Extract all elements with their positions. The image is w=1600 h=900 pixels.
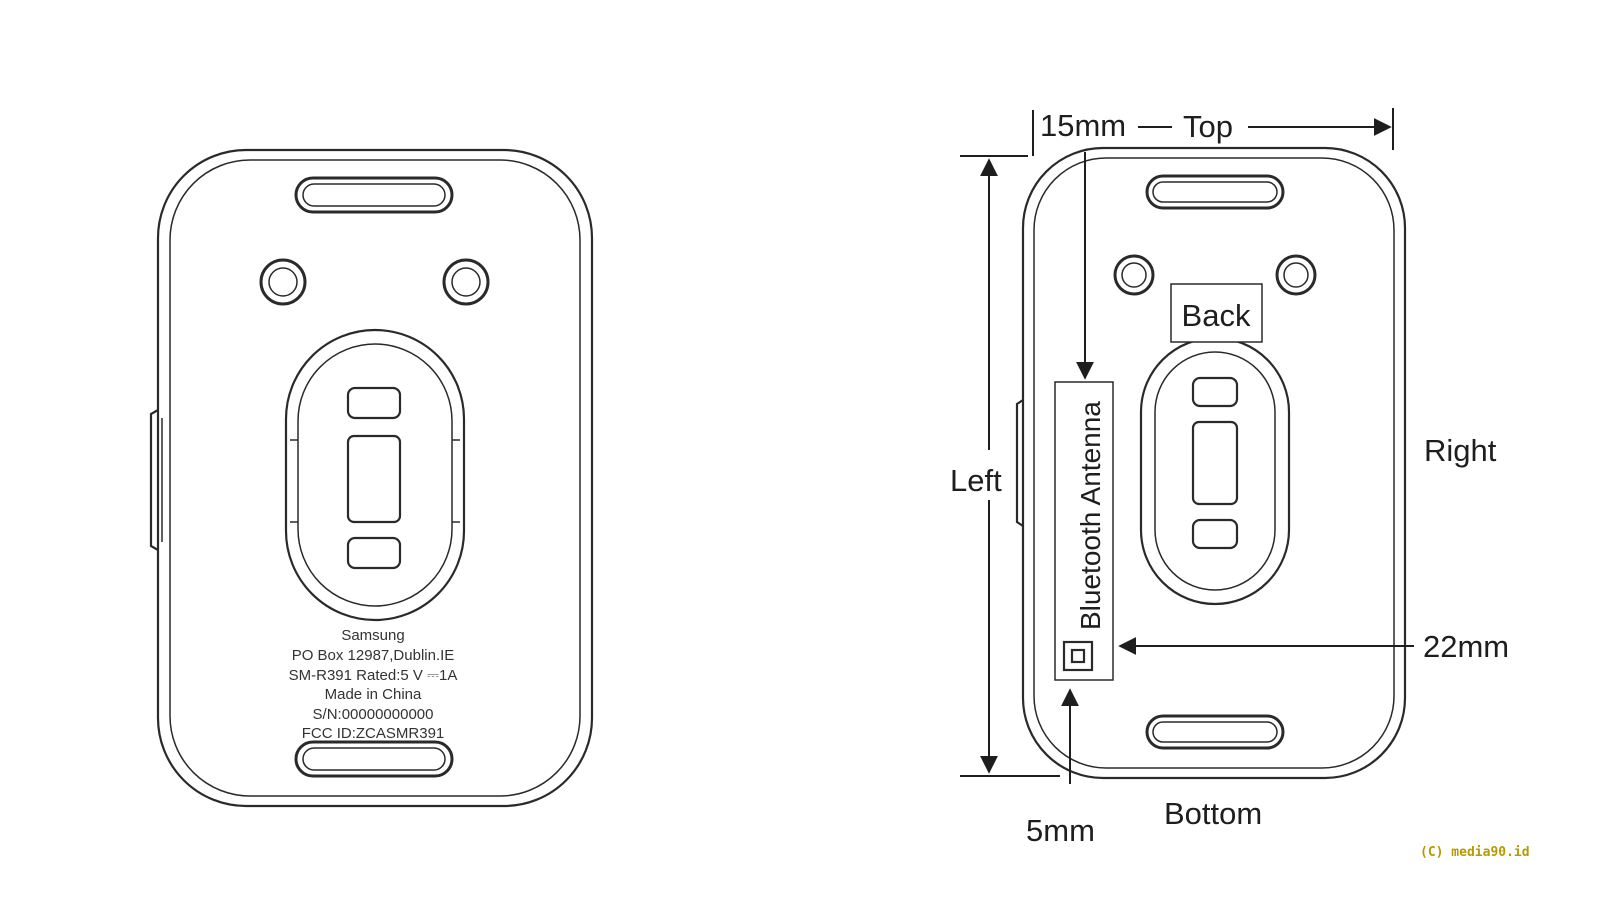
left-device-top-slot [294, 176, 454, 214]
left-label: Left [950, 463, 1002, 498]
watermark: (C) media90.id [1420, 845, 1530, 860]
top-label: Top [1183, 109, 1233, 144]
antenna-marker-inner [1070, 648, 1086, 664]
label-line-4: Made in China [325, 686, 422, 703]
right-device-top-slot [1145, 174, 1285, 210]
left-device-sensor-inner [297, 343, 453, 607]
right-device-pin-hole-right [1275, 254, 1317, 296]
right-label: Right [1424, 433, 1497, 468]
left-device-regulatory-label: Samsung PO Box 12987,Dublin.IE SM-R391 R… [289, 627, 458, 742]
left-device-pin-hole-right [442, 258, 490, 306]
right-device-sensor-middle [1191, 420, 1239, 506]
right-device-side-button [1015, 399, 1024, 527]
top-offset-label: 15mm [1040, 108, 1126, 143]
antenna-box [1054, 381, 1114, 681]
left-device: Samsung PO Box 12987,Dublin.IE SM-R391 R… [149, 148, 594, 808]
label-line-1: Samsung [341, 627, 404, 644]
right-device-sensor-inner [1154, 351, 1276, 591]
back-label: Back [1182, 298, 1251, 333]
left-device-sensor-outer [284, 328, 466, 622]
left-device-sensor-middle [346, 434, 402, 524]
left-device-sensor-bottom [346, 536, 402, 570]
antenna-marker-outer [1062, 640, 1094, 672]
right-device-outer-body [1021, 146, 1407, 780]
antenna-label: Bluetooth Antenna [1075, 401, 1106, 630]
right-offset-label: 22mm [1423, 629, 1509, 664]
label-line-6: FCC ID:ZCASMR391 [302, 725, 445, 742]
bottom-label: Bottom [1164, 796, 1262, 831]
left-device-pin-hole-left [259, 258, 307, 306]
label-line-2: PO Box 12987,Dublin.IE [292, 647, 455, 664]
right-device: Back Bluetooth Antenna 15mm Top Left Rig… [950, 108, 1509, 848]
right-device-sensor-top [1191, 376, 1239, 408]
left-device-side-button [149, 409, 159, 551]
right-device-inner-body [1033, 157, 1395, 769]
back-label-box [1170, 283, 1263, 343]
left-device-bottom-slot [294, 740, 454, 778]
label-line-5: S/N:00000000000 [313, 706, 434, 723]
left-device-sensor-top [346, 386, 402, 420]
right-device-sensor-bottom [1191, 518, 1239, 550]
left-device-inner-body [169, 159, 581, 797]
bottom-offset-label: 5mm [1026, 813, 1095, 848]
left-device-outer-body [156, 148, 594, 808]
label-line-3: SM-R391 Rated:5 V ⎓1A [289, 667, 458, 684]
right-device-bottom-slot [1145, 714, 1285, 750]
right-device-pin-hole-left [1113, 254, 1155, 296]
